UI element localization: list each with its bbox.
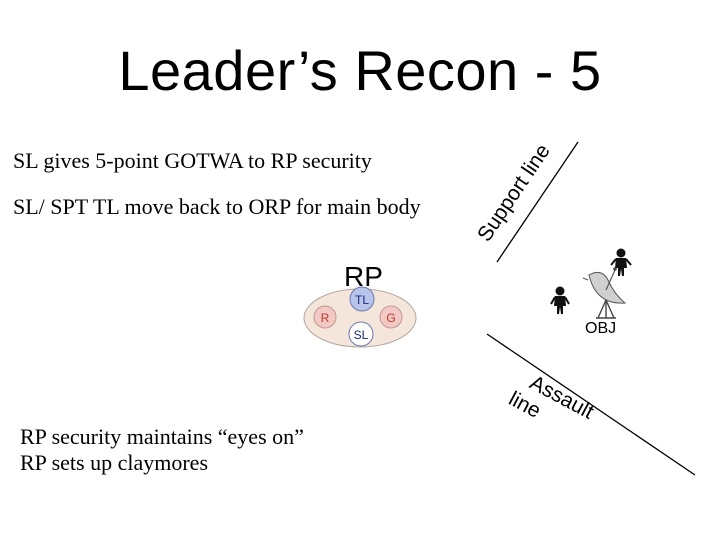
slide-title: Leader’s Recon - 5 xyxy=(118,39,602,102)
rp-note-claymores: RP sets up claymores xyxy=(20,450,208,475)
soldier-icon xyxy=(550,286,570,314)
rp-note-eyes-on: RP security maintains “eyes on” xyxy=(20,424,304,449)
r-label: R xyxy=(321,311,330,325)
g-label: G xyxy=(386,311,395,325)
g-position xyxy=(379,305,403,329)
r-position xyxy=(313,305,337,329)
tl-label: TL xyxy=(355,293,369,307)
support-line xyxy=(496,141,579,263)
satellite-dish-icon xyxy=(582,267,627,319)
rp-notes: RP security maintains “eyes on” RP sets … xyxy=(20,424,304,476)
bullet-gotwa: SL gives 5-point GOTWA to RP security xyxy=(13,148,372,173)
support-line-label: Support line xyxy=(473,140,555,246)
bullet-move-back: SL/ SPT TL move back to ORP for main bod… xyxy=(13,194,421,219)
assault-line-label: Assault line xyxy=(505,366,603,448)
soldier-icon xyxy=(610,248,632,276)
sl-position xyxy=(348,321,374,347)
tl-position xyxy=(349,286,375,312)
sl-label: SL xyxy=(354,328,369,342)
obj-label: OBJ xyxy=(585,320,616,337)
assault-line xyxy=(486,333,696,476)
